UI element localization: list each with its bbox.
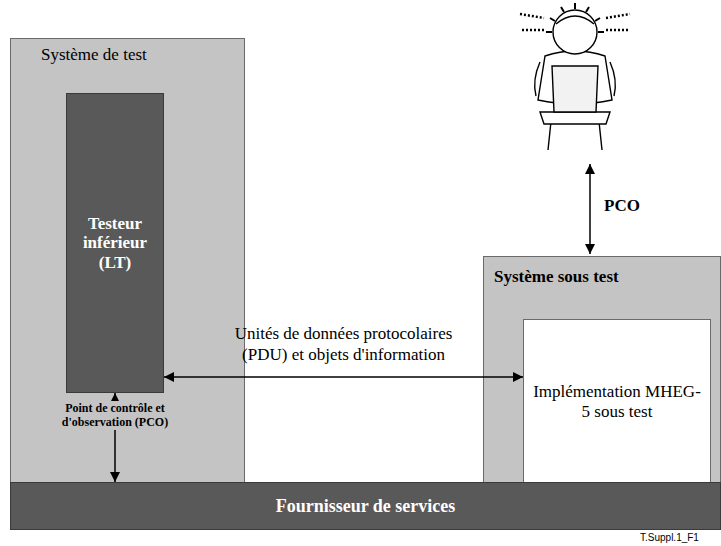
chair-seat: [540, 112, 610, 124]
node-text: Système de test: [41, 45, 147, 65]
node-text: Fournisseur de services: [276, 496, 456, 517]
system-box: Système sous testImplémentation MHEG-5 s…: [483, 256, 721, 484]
figure-id: T.Suppl.1_F1: [640, 532, 699, 543]
node-text: Implémentation MHEG-5 sous test: [530, 382, 704, 421]
clock-word-scribble: [520, 14, 630, 30]
pdu-arrow: [164, 376, 523, 378]
chair-back: [552, 66, 598, 112]
edge-label: Unités de données protocolaires (PDU) et…: [224, 324, 464, 365]
user-head: [553, 10, 597, 54]
implementation-box: Implémentation MHEG-5 sous test: [523, 319, 711, 485]
service-band: Fournisseur de services: [10, 482, 721, 530]
user-arm: [535, 62, 616, 96]
node-text: Testeur inférieur (LT): [71, 214, 159, 273]
pco-label: PCO: [604, 196, 640, 216]
hair-line: [556, 16, 594, 24]
seated-user-figure: [520, 3, 630, 150]
node-text: Système sous test: [494, 267, 619, 287]
edge-label: Point de contrôle et d'observation (PCO): [30, 401, 200, 430]
pco-arrow: [589, 164, 591, 254]
clock-tick: [546, 3, 604, 32]
tester-box: Testeur inférieur (LT): [66, 93, 164, 393]
